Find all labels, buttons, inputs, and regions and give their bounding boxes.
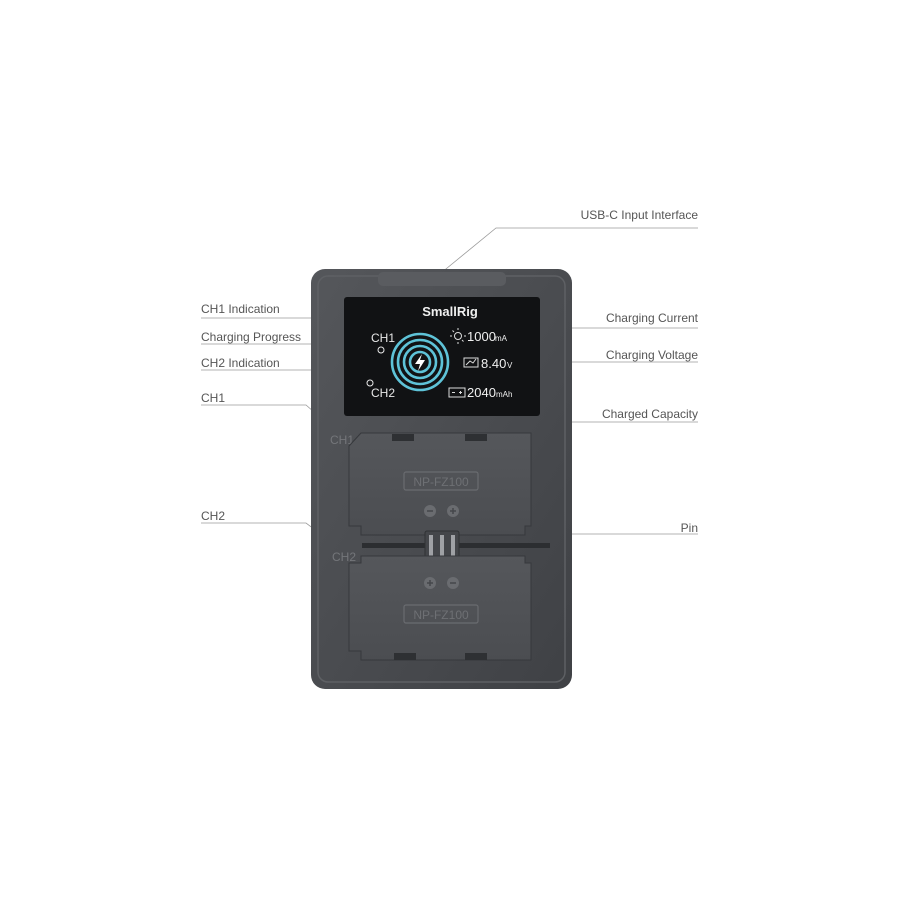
capacity-unit: mAh <box>496 390 512 399</box>
slot2-latch-right <box>465 653 487 660</box>
battery-slot-ch2: NP-FZ100 <box>348 555 532 661</box>
ch2-indicator-dot <box>366 379 374 387</box>
leader-usb-c <box>440 227 698 274</box>
callout-ch2-indication: CH2 Indication <box>201 356 280 370</box>
voltage-value: 8.40 <box>481 356 506 371</box>
sun-icon <box>450 328 466 344</box>
battery-slot-ch1: NP-FZ100 <box>348 432 532 536</box>
callout-ch1: CH1 <box>201 391 226 405</box>
slot1-latch-right <box>465 434 487 441</box>
voltage-icon <box>463 357 479 368</box>
current-unit: mA <box>495 334 508 343</box>
usb-c-port-cover <box>378 272 506 286</box>
slot1-latch-left <box>392 434 414 441</box>
callout-charged-capacity: Charged Capacity <box>601 407 698 421</box>
screen-ch1-label: CH1 <box>371 331 395 345</box>
callout-ch2: CH2 <box>201 509 226 523</box>
brand-logo: SmallRig <box>422 304 478 319</box>
charging-progress-rings <box>390 332 450 392</box>
battery-icon <box>448 387 466 398</box>
ch1-indicator-dot <box>377 346 385 354</box>
slot1-battery-model: NP-FZ100 <box>413 475 469 489</box>
slot2-battery-model: NP-FZ100 <box>413 608 469 622</box>
callout-charging-voltage: Charging Voltage <box>605 348 698 362</box>
current-value: 1000 <box>467 329 496 344</box>
callout-usb-c-input: USB-C Input Interface <box>580 208 698 222</box>
callout-ch1-indication: CH1 Indication <box>201 302 280 316</box>
slot2-body-label: CH2 <box>332 550 356 564</box>
lightning-bolt-icon <box>415 354 425 371</box>
voltage-unit: V <box>507 361 513 370</box>
slot2-latch-left <box>394 653 416 660</box>
callout-pin: Pin <box>680 521 698 535</box>
screen-ch2-label: CH2 <box>371 386 395 400</box>
slot1-body-label: CH1 <box>330 433 354 447</box>
capacity-value: 2040 <box>467 385 496 400</box>
callout-charging-current: Charging Current <box>605 311 698 325</box>
callout-charging-progress: Charging Progress <box>201 330 302 344</box>
